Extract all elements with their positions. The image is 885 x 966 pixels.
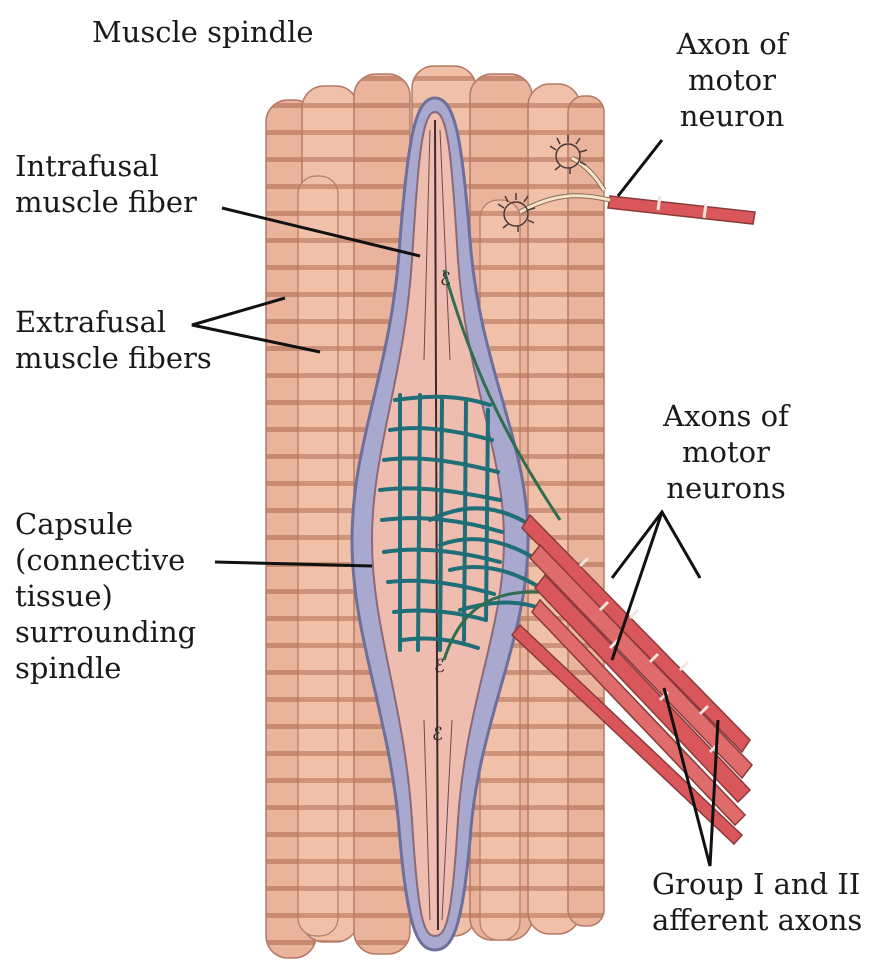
label-intrafusal-muscle-fiber: Intrafusal muscle fiber: [15, 148, 197, 220]
muscle-fiber: [298, 176, 338, 936]
muscle-fiber: [568, 96, 604, 926]
label-line: spindle: [15, 650, 196, 686]
label-line: Capsule: [15, 506, 196, 542]
label-line: motor: [636, 434, 816, 470]
label-line: Group I and II: [652, 866, 862, 902]
label-line: neurons: [636, 470, 816, 506]
label-group-i-ii-afferent-axons: Group I and II afferent axons: [652, 866, 862, 938]
leader-axon-motor: [618, 140, 662, 196]
label-capsule: Capsule (connective tissue) surrounding …: [15, 506, 196, 686]
page-title: Muscle spindle: [92, 14, 314, 50]
label-line: Axon of: [642, 26, 822, 62]
label-line: Axons of: [636, 398, 816, 434]
label-line: tissue): [15, 578, 196, 614]
label-line: Extrafusal: [15, 304, 212, 340]
motor-ending-mark: ℰ: [434, 656, 445, 677]
leader-axons-motor: [612, 512, 700, 578]
label-line: neuron: [642, 98, 822, 134]
label-line: muscle fiber: [15, 184, 197, 220]
label-line: afferent axons: [652, 902, 862, 938]
label-axon-of-motor-neuron: Axon of motor neuron: [642, 26, 822, 134]
label-line: muscle fibers: [15, 340, 212, 376]
motor-ending-mark: ℰ: [432, 724, 443, 745]
label-extrafusal-muscle-fibers: Extrafusal muscle fibers: [15, 304, 212, 376]
label-line: surrounding: [15, 614, 196, 650]
motor-ending-mark: ℰ: [440, 269, 451, 290]
label-line: (connective: [15, 542, 196, 578]
label-line: Intrafusal: [15, 148, 197, 184]
label-line: motor: [642, 62, 822, 98]
label-axons-of-motor-neurons: Axons of motor neurons: [636, 398, 816, 506]
